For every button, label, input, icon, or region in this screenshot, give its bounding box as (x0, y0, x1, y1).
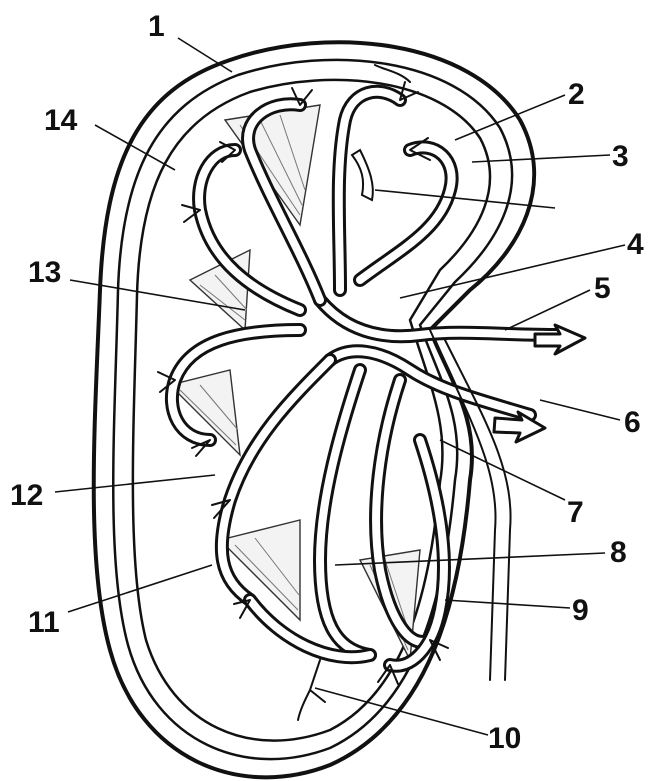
leader-6 (540, 400, 620, 420)
label-1: 1 (148, 10, 165, 43)
label-3: 3 (612, 140, 629, 173)
label-14: 14 (44, 104, 78, 137)
leader-10 (315, 688, 488, 735)
hilum-arrows (494, 325, 585, 442)
kidney-capsule (94, 42, 534, 777)
number-labels: 1 2 3 4 5 6 7 8 9 10 11 12 13 14 (10, 10, 644, 755)
label-7: 7 (567, 496, 584, 529)
label-4: 4 (627, 228, 644, 261)
outflow-arrow (494, 412, 545, 442)
leader-3 (472, 155, 610, 162)
label-12: 12 (10, 479, 43, 512)
label-2: 2 (568, 78, 585, 111)
leader-12 (55, 475, 215, 492)
leader-4b (375, 190, 555, 208)
leader-1 (178, 38, 232, 72)
label-6: 6 (624, 406, 641, 439)
label-5: 5 (594, 272, 611, 305)
label-11: 11 (28, 606, 60, 639)
leader-7 (440, 440, 565, 500)
label-13: 13 (28, 256, 61, 289)
label-8: 8 (610, 536, 627, 569)
leader-5 (505, 290, 590, 330)
label-9: 9 (572, 594, 589, 627)
leader-2 (455, 95, 565, 140)
label-10: 10 (488, 722, 521, 755)
leader-4 (400, 245, 625, 298)
